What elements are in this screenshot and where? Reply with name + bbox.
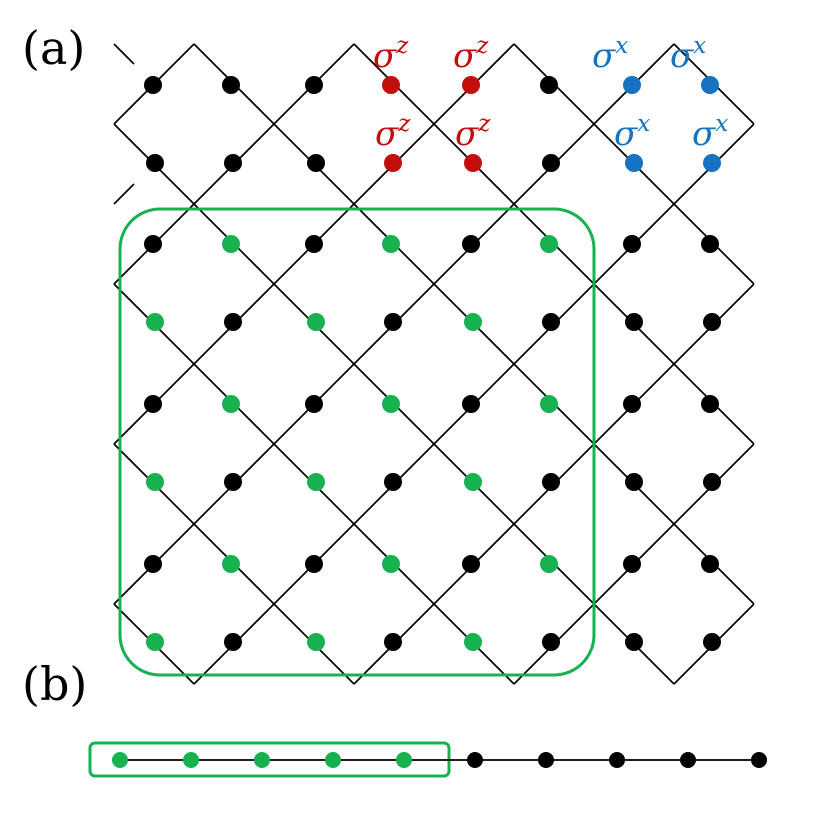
lattice-site — [701, 235, 719, 253]
subsystem-site — [307, 313, 325, 331]
chain-subsystem-site — [183, 752, 199, 768]
lattice-site — [224, 154, 242, 172]
lattice-site — [305, 395, 323, 413]
lattice-site — [462, 395, 480, 413]
operator-label: σx — [592, 33, 628, 76]
subsystem-site — [464, 313, 482, 331]
chain-subsystem-site — [325, 752, 341, 768]
lattice-site — [542, 473, 560, 491]
subsystem-site — [540, 555, 558, 573]
lattice-sites — [144, 76, 721, 651]
subsystem-site — [540, 235, 558, 253]
operator-label: σz — [455, 111, 491, 154]
subsystem-site — [222, 555, 240, 573]
sigma-x-site — [701, 76, 719, 94]
lattice-site — [307, 154, 325, 172]
subsystem-site — [540, 395, 558, 413]
lattice-site — [224, 633, 242, 651]
subsystem-site — [146, 633, 164, 651]
lattice-site — [623, 395, 641, 413]
panel-label-b: (b) — [22, 657, 87, 711]
lattice-edge — [113, 43, 135, 65]
lattice-site — [542, 633, 560, 651]
sigma-z-site — [382, 76, 400, 94]
lattice-site — [144, 395, 162, 413]
lattice-edges — [113, 43, 755, 685]
lattice-site — [625, 473, 643, 491]
lattice-site — [384, 473, 402, 491]
lattice-site — [542, 154, 560, 172]
sigma-z-site — [384, 154, 402, 172]
subsystem-site — [464, 633, 482, 651]
sigma-x-site — [623, 76, 641, 94]
lattice-site — [305, 235, 323, 253]
lattice-site — [701, 395, 719, 413]
lattice-site — [623, 235, 641, 253]
sigma-x-site — [703, 154, 721, 172]
lattice-site — [224, 473, 242, 491]
lattice-site — [144, 555, 162, 573]
operator-label: σx — [670, 33, 706, 76]
lattice-edge — [113, 183, 135, 205]
lattice-site — [462, 555, 480, 573]
lattice-site — [146, 154, 164, 172]
chain-subsystem-site — [254, 752, 270, 768]
lattice-site — [540, 76, 558, 94]
subsystem-site — [146, 473, 164, 491]
panel-label-a: (a) — [22, 21, 85, 75]
subsystem-site — [464, 473, 482, 491]
operator-label: σx — [614, 111, 650, 154]
chain-subsystem-site — [112, 752, 128, 768]
lattice-site — [144, 76, 162, 94]
sigma-z-site — [464, 154, 482, 172]
operator-label: σz — [375, 111, 411, 154]
chain-subsystem-site — [396, 752, 412, 768]
lattice-site — [623, 555, 641, 573]
lattice-site — [542, 313, 560, 331]
subsystem-site — [222, 395, 240, 413]
subsystem-region-outline — [118, 207, 596, 677]
lattice-site — [625, 313, 643, 331]
lattice-site — [384, 313, 402, 331]
lattice-site — [305, 76, 323, 94]
chain-sites — [112, 752, 767, 768]
subsystem-site — [307, 473, 325, 491]
chain-site — [680, 752, 696, 768]
lattice-site — [703, 473, 721, 491]
subsystem-site — [382, 555, 400, 573]
sigma-x-site — [625, 154, 643, 172]
chain-site — [609, 752, 625, 768]
lattice-site — [625, 633, 643, 651]
lattice-site — [462, 235, 480, 253]
subsystem-site — [222, 235, 240, 253]
subsystem-site — [382, 235, 400, 253]
lattice-site — [701, 555, 719, 573]
operator-label: σz — [453, 33, 489, 76]
chain-site — [538, 752, 554, 768]
lattice-site — [384, 633, 402, 651]
operator-label: σx — [692, 111, 728, 154]
operator-label: σz — [373, 33, 409, 76]
lattice-site — [144, 235, 162, 253]
chain-site — [467, 752, 483, 768]
lattice-site — [703, 313, 721, 331]
subsystem-site — [146, 313, 164, 331]
subsystem-site — [382, 395, 400, 413]
sigma-z-site — [462, 76, 480, 94]
subsystem-site — [307, 633, 325, 651]
chain-site — [751, 752, 767, 768]
lattice-site — [305, 555, 323, 573]
lattice-site — [222, 76, 240, 94]
lattice-site — [224, 313, 242, 331]
lattice-site — [703, 633, 721, 651]
